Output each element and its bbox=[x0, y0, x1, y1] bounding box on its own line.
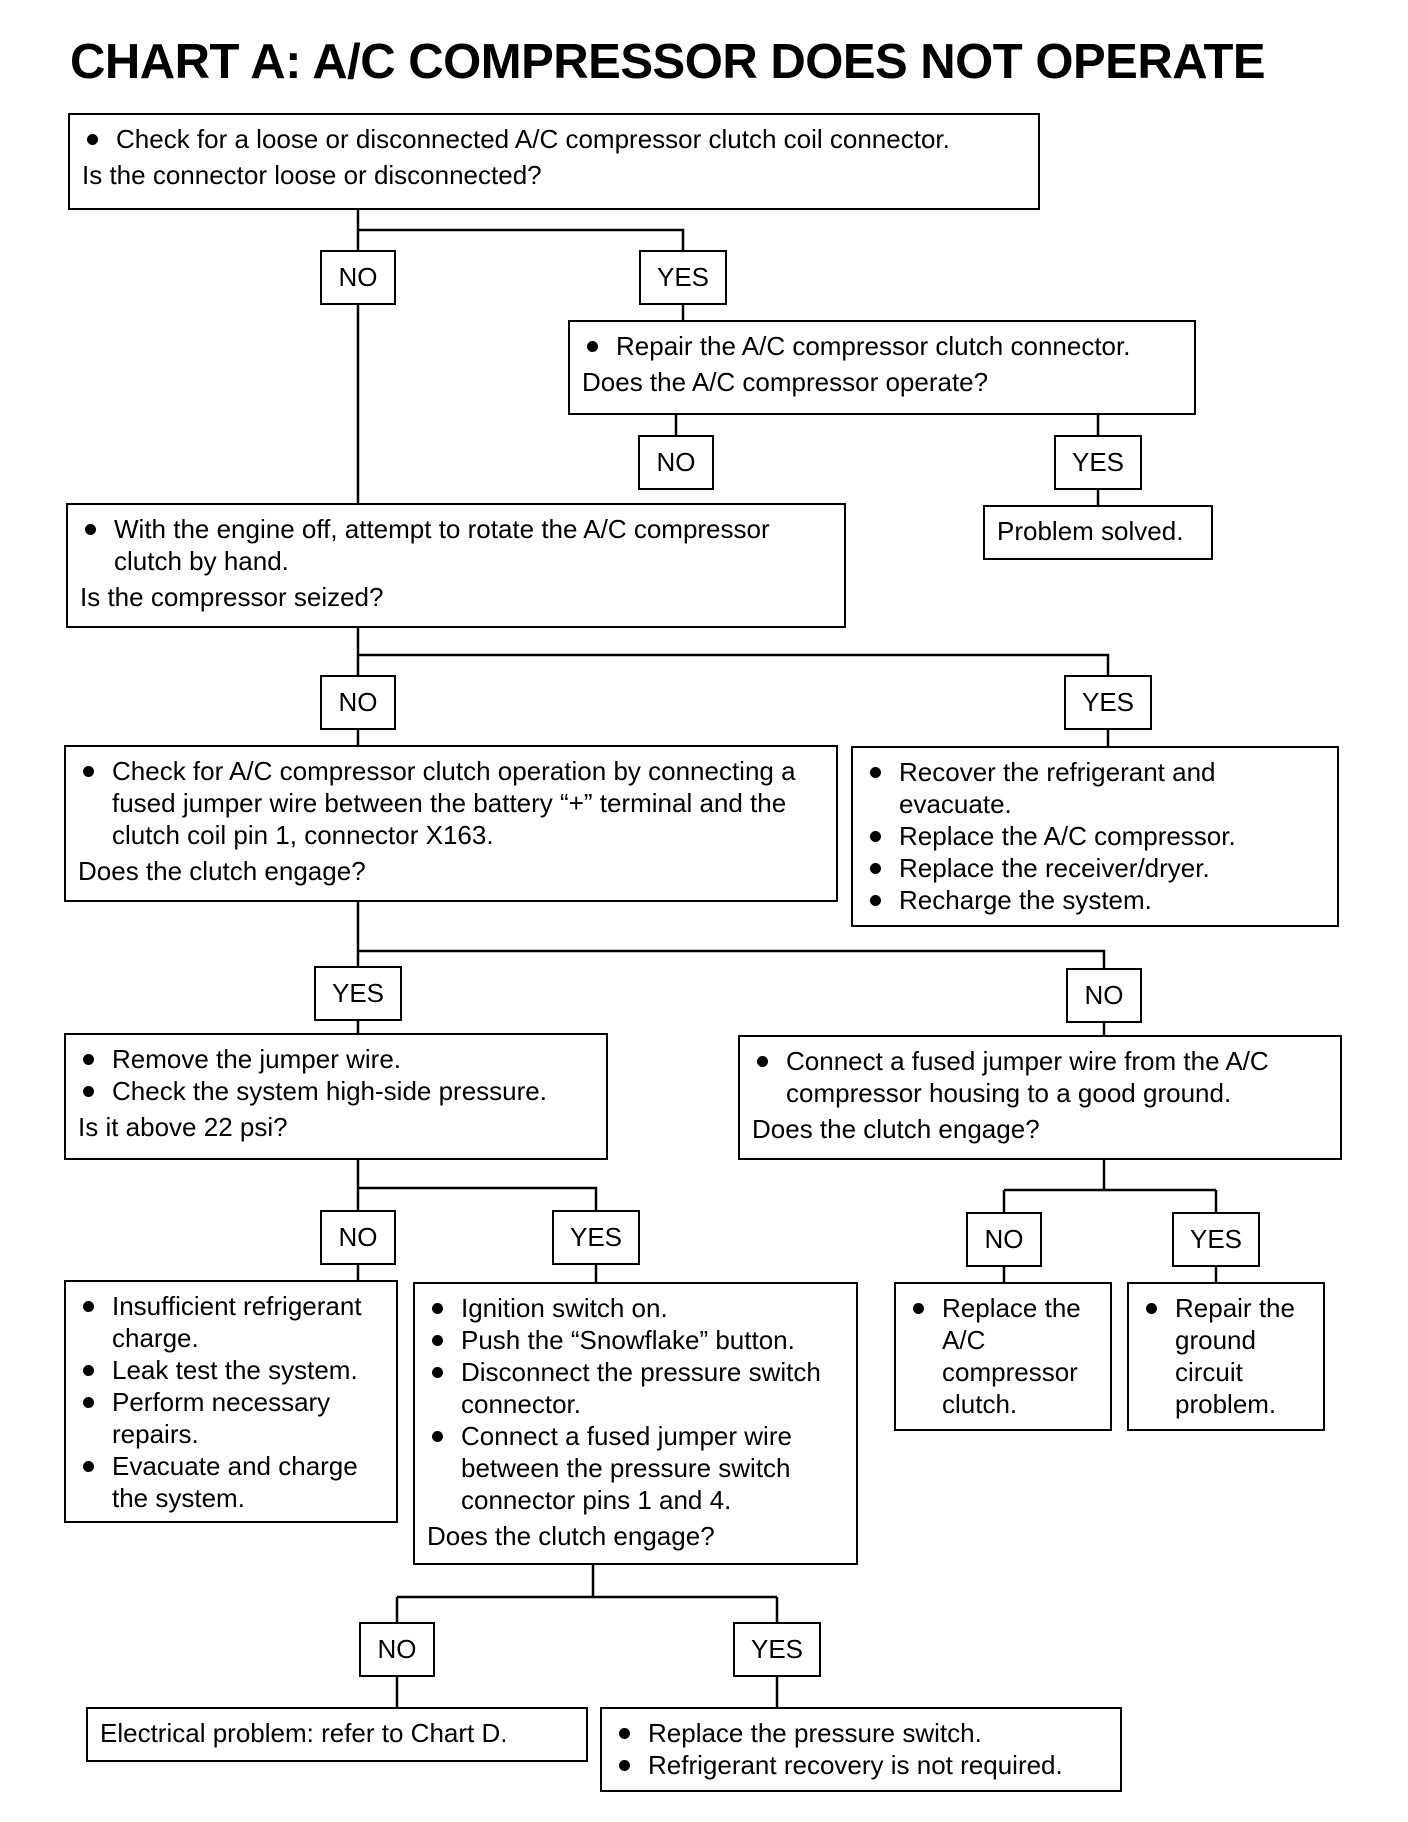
result-electrical-problem: Electrical problem: refer to Chart D. bbox=[86, 1707, 588, 1762]
branch-label-yes: YES bbox=[552, 1210, 640, 1265]
step-pressure-switch-test: Ignition switch on. Push the “Snowflake”… bbox=[413, 1282, 858, 1565]
branch-label-yes: YES bbox=[733, 1622, 821, 1677]
bullet-item: Perform necessary repairs. bbox=[78, 1386, 384, 1450]
decision-question: Does the A/C compressor operate? bbox=[582, 367, 989, 397]
bullet-item: Repair the A/C compressor clutch connect… bbox=[582, 330, 1182, 362]
bullet-item: Check for A/C compressor clutch operatio… bbox=[78, 755, 824, 851]
step-check-pressure: Remove the jumper wire. Check the system… bbox=[64, 1033, 608, 1160]
result-problem-solved: Problem solved. bbox=[983, 505, 1213, 560]
step-rotate-clutch: With the engine off, attempt to rotate t… bbox=[66, 503, 846, 628]
branch-label-no: NO bbox=[359, 1622, 435, 1677]
bullet-item: Remove the jumper wire. bbox=[78, 1043, 594, 1075]
branch-label-yes: YES bbox=[1064, 675, 1152, 730]
decision-question: Does the clutch engage? bbox=[427, 1521, 715, 1551]
result-replace-pressure-switch: Replace the pressure switch. Refrigerant… bbox=[600, 1707, 1122, 1792]
bullet-item: Insufficient refrigerant charge. bbox=[78, 1290, 384, 1354]
bullet-item: Repair the ground circuit problem. bbox=[1141, 1292, 1311, 1420]
branch-label-no: NO bbox=[966, 1212, 1042, 1267]
connector bbox=[358, 1186, 598, 1210]
step-replace-clutch: Replace the A/C compressor clutch. bbox=[894, 1282, 1112, 1431]
bullet-item: Refrigerant recovery is not required. bbox=[614, 1749, 1108, 1781]
connector bbox=[358, 949, 1106, 968]
bullet-item: Check the system high-side pressure. bbox=[78, 1075, 594, 1107]
branch-label-yes: YES bbox=[314, 966, 402, 1021]
decision-question: Is the compressor seized? bbox=[80, 582, 384, 612]
branch-label-no: NO bbox=[320, 250, 396, 305]
branch-label-no: NO bbox=[320, 1210, 396, 1265]
bullet-item: Replace the A/C compressor clutch. bbox=[908, 1292, 1098, 1420]
bullet-item: Ignition switch on. bbox=[427, 1292, 844, 1324]
result-text: Problem solved. bbox=[997, 516, 1184, 546]
connector bbox=[358, 228, 685, 250]
branch-label-yes: YES bbox=[639, 250, 727, 305]
decision-question: Does the clutch engage? bbox=[752, 1114, 1040, 1144]
step-repair-connector: Repair the A/C compressor clutch connect… bbox=[568, 320, 1196, 415]
bullet-item: Connect a fused jumper wire from the A/C… bbox=[752, 1045, 1328, 1109]
decision-question: Does the clutch engage? bbox=[78, 856, 366, 886]
bullet-item: Disconnect the pressure switch connector… bbox=[427, 1356, 844, 1420]
bullet-item: Leak test the system. bbox=[78, 1354, 384, 1386]
bullet-item: Push the “Snowflake” button. bbox=[427, 1324, 844, 1356]
decision-question: Is the connector loose or disconnected? bbox=[82, 160, 542, 190]
branch-label-no: NO bbox=[320, 675, 396, 730]
bullet-item: Recover the refrigerant and evacuate. bbox=[865, 756, 1325, 820]
bullet-item: Replace the A/C compressor. bbox=[865, 820, 1325, 852]
step-replace-compressor: Recover the refrigerant and evacuate. Re… bbox=[851, 746, 1339, 927]
bullet-item: Replace the receiver/dryer. bbox=[865, 852, 1325, 884]
connector bbox=[1002, 1160, 1218, 1212]
bullet-item: Recharge the system. bbox=[865, 884, 1325, 916]
step-insufficient-charge: Insufficient refrigerant charge. Leak te… bbox=[64, 1280, 398, 1523]
result-text: Electrical problem: refer to Chart D. bbox=[100, 1718, 508, 1748]
branch-label-yes: YES bbox=[1054, 435, 1142, 490]
connector bbox=[395, 1565, 779, 1622]
branch-label-no: NO bbox=[1066, 968, 1142, 1023]
decision-question: Is it above 22 psi? bbox=[78, 1112, 288, 1142]
step-repair-ground: Repair the ground circuit problem. bbox=[1127, 1282, 1325, 1431]
bullet-item: Replace the pressure switch. bbox=[614, 1717, 1108, 1749]
step-check-connector: Check for a loose or disconnected A/C co… bbox=[68, 113, 1040, 210]
bullet-item: Check for a loose or disconnected A/C co… bbox=[82, 123, 1026, 155]
branch-label-yes: YES bbox=[1172, 1212, 1260, 1267]
step-ground-jumper: Connect a fused jumper wire from the A/C… bbox=[738, 1035, 1342, 1160]
chart-title: CHART A: A/C COMPRESSOR DOES NOT OPERATE bbox=[70, 35, 1266, 89]
branch-label-no: NO bbox=[638, 435, 714, 490]
bullet-item: Evacuate and charge the system. bbox=[78, 1450, 384, 1514]
bullet-item: Connect a fused jumper wire between the … bbox=[427, 1420, 844, 1516]
step-clutch-operation: Check for A/C compressor clutch operatio… bbox=[64, 745, 838, 902]
connector bbox=[358, 653, 1110, 675]
bullet-item: With the engine off, attempt to rotate t… bbox=[80, 513, 832, 577]
